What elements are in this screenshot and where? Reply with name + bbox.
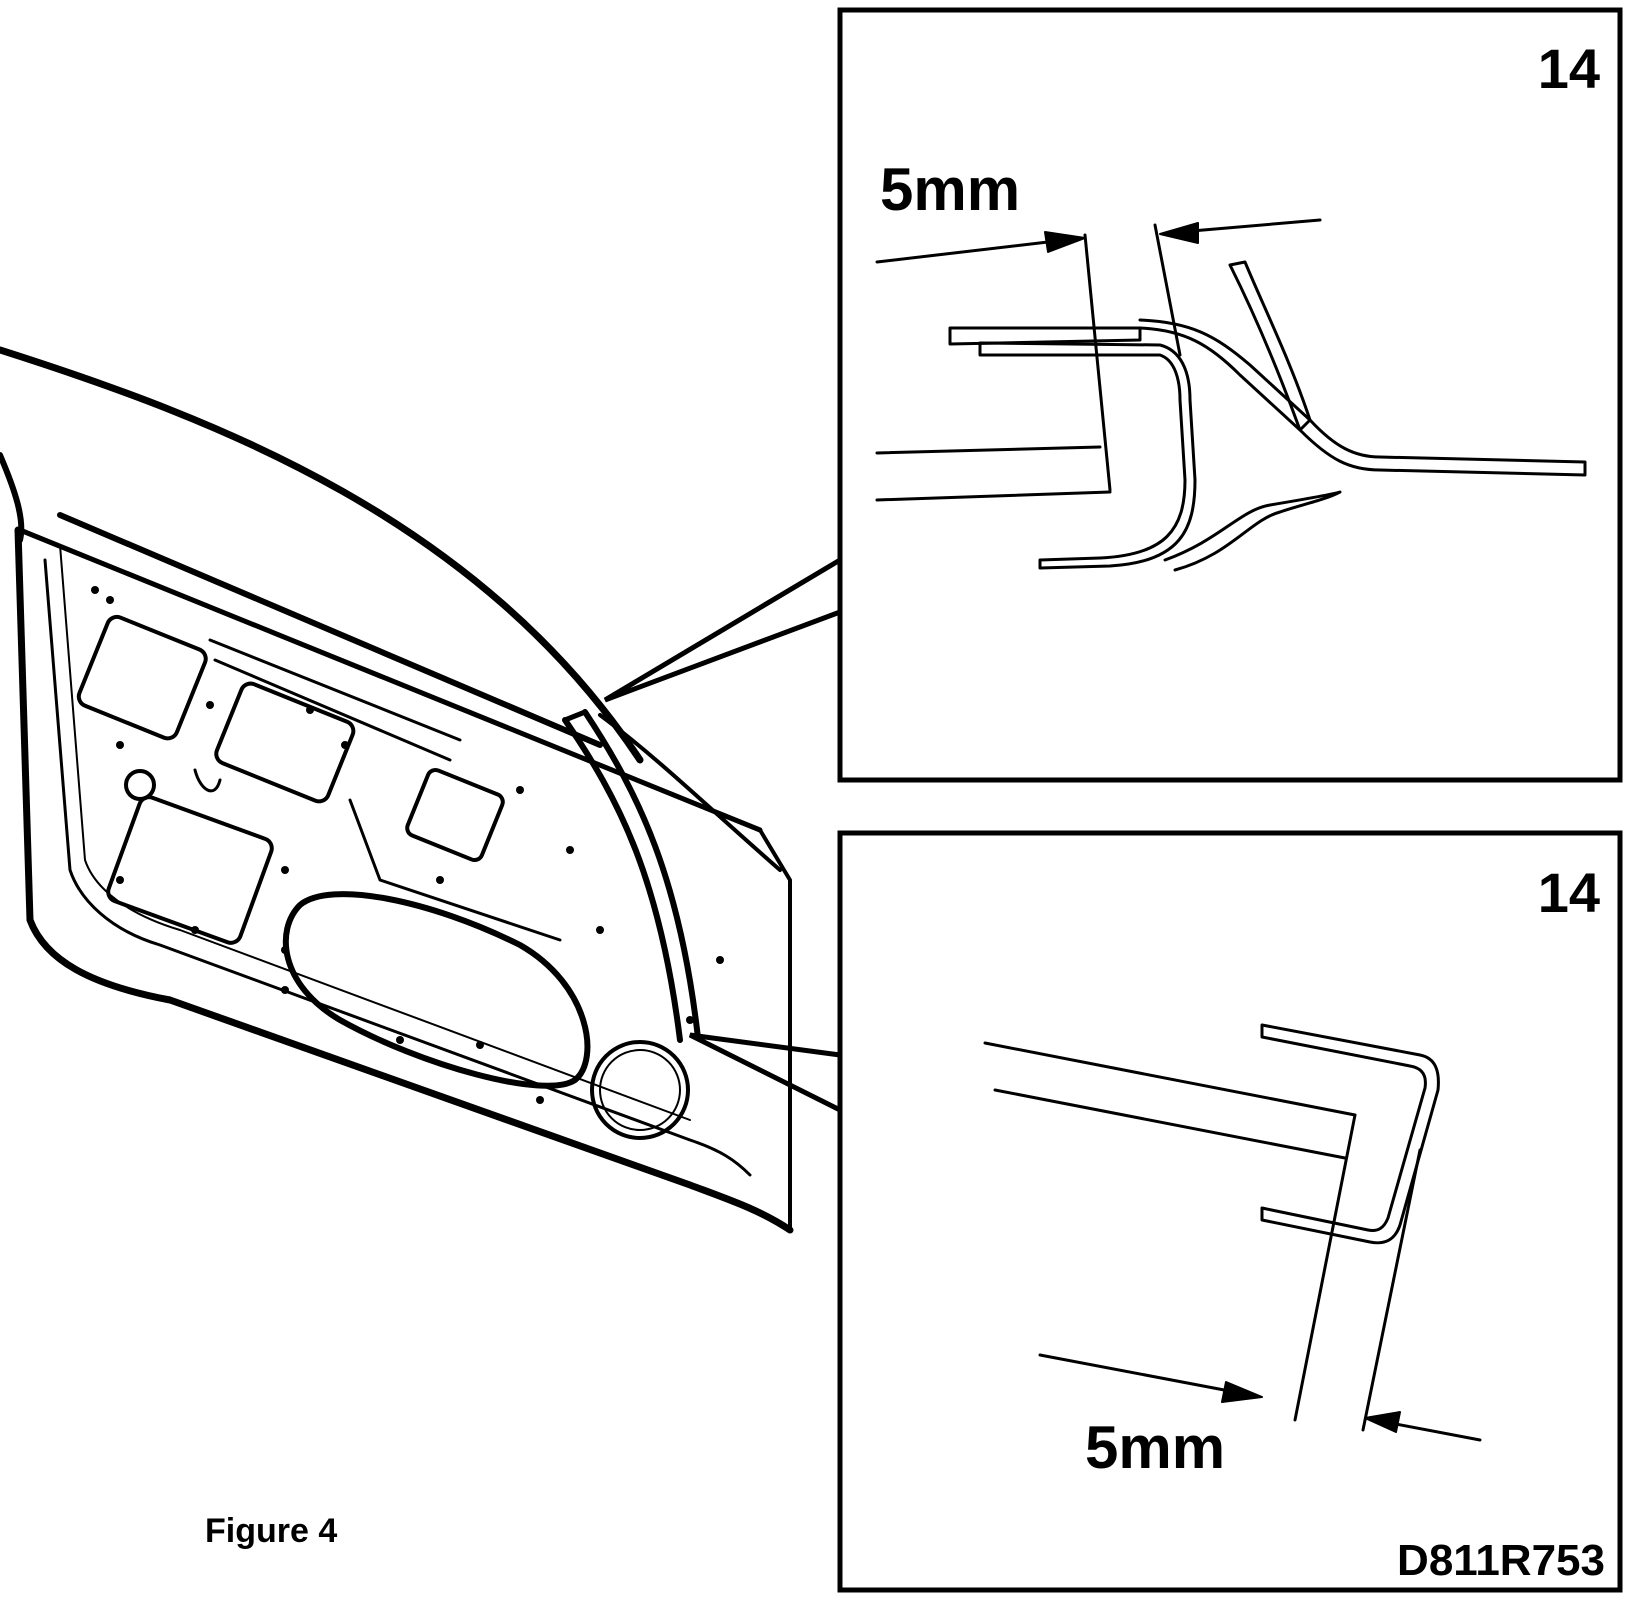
dim-arrowhead-left-top — [1044, 231, 1086, 253]
dim-line-left-bottom — [1038, 1353, 1242, 1395]
drawing-code: D811R753 — [1397, 1536, 1605, 1585]
speaker-opening-inner — [599, 1049, 681, 1131]
cutout-upper-left — [76, 614, 208, 741]
window-frame-outer — [0, 346, 644, 764]
dim-arrowhead-right-bottom — [1364, 1411, 1401, 1433]
rear-pillar-line — [598, 713, 782, 872]
glass-channel — [1228, 260, 1312, 432]
cutout-large-oval — [282, 891, 591, 1089]
detail-number-bottom: 14 — [1538, 861, 1600, 924]
figure-caption: Figure 4 — [205, 1512, 337, 1550]
inner-panel-step — [348, 798, 562, 942]
dimension-label-bottom: 5mm — [1085, 1414, 1225, 1481]
dim-line-right-top — [1178, 218, 1322, 234]
lock-hole — [124, 769, 156, 801]
seal-strip-inner — [582, 709, 701, 1041]
seal-top-flange — [948, 326, 1142, 346]
belt-rail-2 — [213, 658, 452, 762]
detail-panel-top: 14 5mm — [837, 7, 1623, 783]
detail-frame-top — [837, 7, 1623, 783]
extension-line-a-top — [1083, 233, 1112, 492]
seal-strip-top — [562, 709, 588, 723]
door-top-belt — [17, 527, 763, 833]
extension-line-b-bottom — [1361, 1148, 1422, 1432]
speaker-opening — [590, 1040, 690, 1140]
cutout-upper-mid — [214, 681, 356, 804]
detail-number-top: 14 — [1538, 37, 1600, 100]
dimension-label-top: 5mm — [880, 156, 1020, 223]
seal-lip-upper — [1138, 318, 1587, 477]
door-shut-face — [758, 828, 792, 1232]
hinge-reinforcement — [193, 768, 222, 793]
detail-frame-bottom — [837, 830, 1623, 1593]
leader-bottom — [688, 1032, 842, 1113]
door-belt-inner — [57, 512, 603, 748]
dim-arrowhead-left-bottom — [1221, 1381, 1263, 1403]
seal-lip-lower — [1163, 490, 1342, 572]
panel-line-lower-bottom — [993, 1088, 1347, 1160]
callout-leaders — [603, 557, 842, 1113]
panel-line-lower-top — [875, 490, 1112, 502]
cutout-lower-left — [106, 795, 274, 945]
seal-strip-outer — [562, 717, 683, 1043]
cutout-upper-right — [405, 767, 505, 863]
extension-line-a-bottom — [1293, 1113, 1357, 1422]
door-illustration — [0, 346, 794, 1234]
dim-arrowhead-right-top — [1159, 222, 1199, 244]
belt-rail — [208, 638, 462, 742]
detail-panel-bottom: 14 5mm D811R753 — [837, 830, 1623, 1593]
door-inner-line — [43, 558, 752, 1177]
leader-top — [603, 557, 842, 703]
panel-line-upper-bottom — [983, 1041, 1357, 1117]
seal-profile-outer — [978, 341, 1197, 570]
panel-line-upper-top — [875, 445, 1102, 455]
dim-line-left-top — [875, 238, 1067, 264]
seal-profile-bottom — [1260, 1023, 1440, 1245]
dim-line-right-bottom — [1383, 1420, 1482, 1442]
door-outer-edge — [14, 526, 794, 1234]
rivet-holes — [91, 586, 724, 1104]
